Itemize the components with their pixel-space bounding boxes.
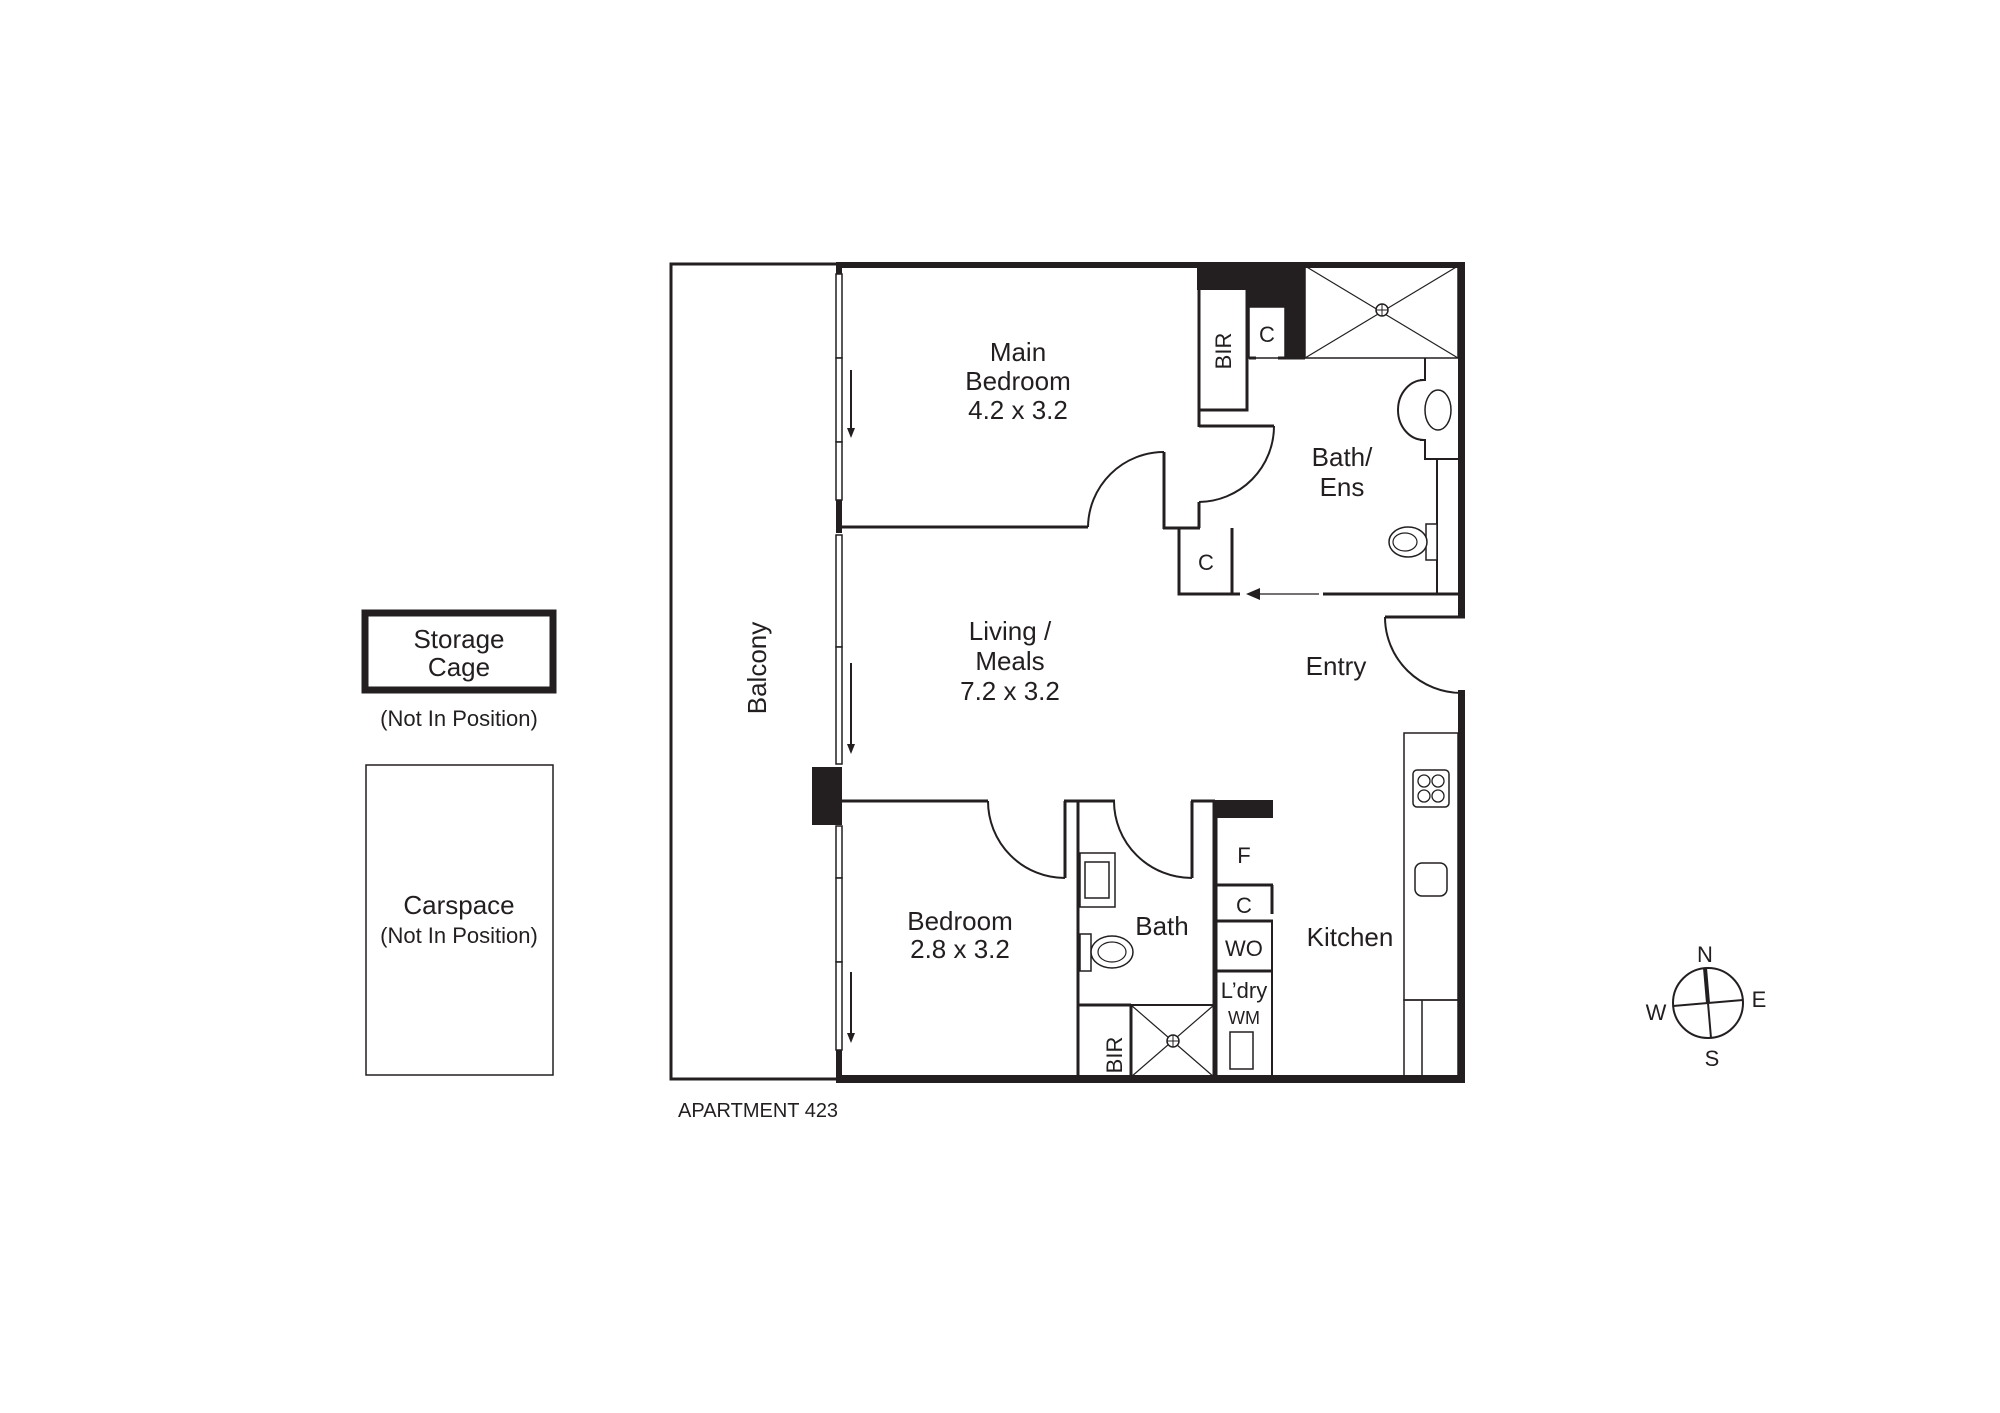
door-swing-icon [987, 800, 1066, 879]
toilet-icon [1079, 933, 1134, 972]
bath-label: Bath [1135, 911, 1189, 941]
carspace-label: Carspace [403, 890, 514, 920]
main-bedroom-size: 4.2 x 3.2 [968, 395, 1068, 425]
washing-machine-icon [1229, 1031, 1254, 1070]
compass-e: E [1752, 987, 1767, 1012]
living-meals: Living / Meals 7.2 x 3.2 [960, 616, 1060, 706]
balcony-windows [835, 273, 855, 1051]
door-swing-icon [1113, 800, 1193, 879]
storage-label-line1: Storage [413, 624, 504, 654]
door-swing-icon [1198, 425, 1275, 503]
entry-label: Entry [1306, 651, 1367, 681]
living-size: 7.2 x 3.2 [960, 676, 1060, 706]
kitchen-c-label: C [1236, 893, 1252, 918]
bed-bir-label: BIR [1102, 1037, 1127, 1074]
compass-n: N [1697, 942, 1713, 967]
kitchen-bench [1403, 732, 1459, 1001]
door-swing-icon [1087, 451, 1165, 528]
compass-icon: N S W E [1646, 942, 1767, 1071]
entry: Entry [1306, 615, 1465, 694]
cooktop-icon [1412, 769, 1450, 808]
washing-machine-label: WM [1228, 1008, 1260, 1028]
bedroom-label: Bedroom [907, 906, 1013, 936]
slide-arrow-icon [847, 370, 855, 1043]
ensuite-block: BIR C Bath/ Ens [1177, 265, 1459, 600]
fridge-label: F [1237, 843, 1250, 868]
basin-icon [1079, 852, 1116, 908]
wall-oven-label: WO [1225, 936, 1263, 961]
outer-walls [812, 262, 1465, 1083]
basin-icon [1397, 358, 1458, 460]
bath-ens-label-2: Ens [1320, 472, 1365, 502]
main-bedroom-label: Main [990, 337, 1046, 367]
entry-door-swing-icon [1384, 616, 1463, 694]
living-label: Living / [969, 616, 1052, 646]
main-bedroom-label-2: Bedroom [965, 366, 1071, 396]
apartment-title: APARTMENT 423 [678, 1100, 838, 1122]
balcony-label: Balcony [742, 622, 772, 715]
storage-note: (Not In Position) [380, 706, 538, 731]
bath-ens-label: Bath/ [1312, 442, 1373, 472]
sink-icon [1414, 862, 1448, 897]
balcony: Balcony [669, 262, 838, 1081]
compass-s: S [1705, 1046, 1720, 1071]
hall-c-label: C [1198, 550, 1214, 575]
storage-label-line2: Cage [428, 652, 490, 682]
storage-cage: Storage Cage (Not In Position) [361, 609, 557, 731]
living-label-2: Meals [975, 646, 1044, 676]
carspace: Carspace (Not In Position) [365, 764, 554, 1076]
slide-arrow-icon [1246, 588, 1260, 600]
kitchen: F C WO L’dry WM Kitchen [1214, 732, 1459, 1078]
bath: Bath BIR [1078, 799, 1273, 1078]
main-c-label: C [1259, 322, 1275, 347]
laundry-label: L’dry [1221, 978, 1267, 1003]
kitchen-label: Kitchen [1307, 922, 1394, 952]
main-bedroom: Main Bedroom 4.2 x 3.2 [842, 337, 1200, 530]
carspace-note: (Not In Position) [380, 923, 538, 948]
toilet-icon [1388, 523, 1438, 561]
bedroom-size: 2.8 x 3.2 [910, 934, 1010, 964]
compass-w: W [1646, 1000, 1667, 1025]
main-bir-label: BIR [1211, 333, 1236, 370]
bedroom: Bedroom 2.8 x 3.2 [842, 799, 1115, 1077]
